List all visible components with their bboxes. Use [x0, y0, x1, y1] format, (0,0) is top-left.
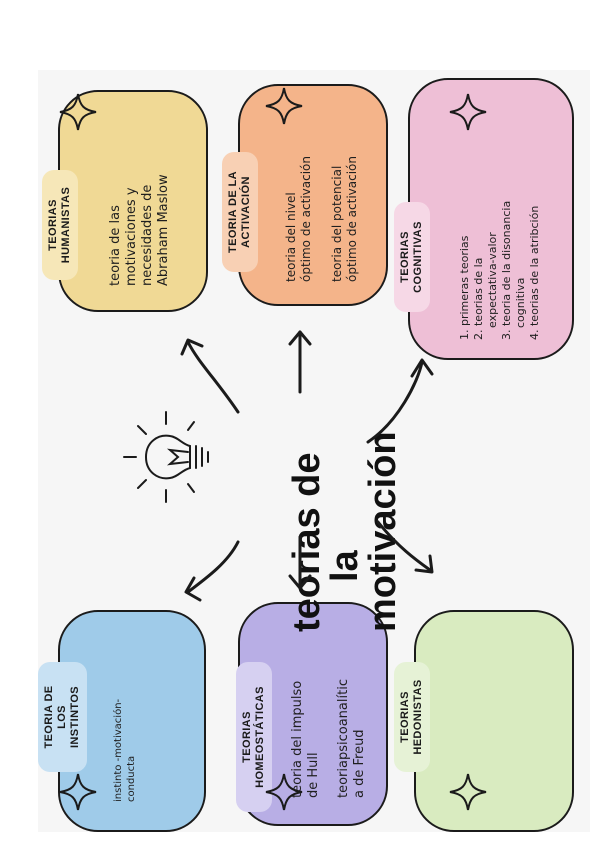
- sparkle-icon: [59, 773, 97, 811]
- sparkle-icon: [449, 93, 487, 131]
- arrow-to-hedonistas: [376, 520, 432, 572]
- connector-arrows: [180, 330, 434, 602]
- sparkle-icon: [265, 773, 303, 811]
- lightbulb-icon: [123, 411, 209, 503]
- sparkle-icon: [59, 93, 97, 131]
- sparkle-icon: [265, 87, 303, 125]
- mind-map-canvas: instinto -motivación- conducta TEORIA DE…: [38, 70, 590, 832]
- arrow-to-activacion-head: [288, 330, 312, 346]
- arrow-to-instintos-head: [184, 576, 202, 602]
- arrow-to-humanistas: [186, 340, 240, 414]
- arrow-to-hedonistas-head: [414, 554, 434, 574]
- sparkle-icon: [449, 773, 487, 811]
- arrow-to-instintos: [186, 540, 240, 594]
- arrow-to-cognitivas: [366, 360, 424, 444]
- arrow-to-humanistas-head: [180, 338, 204, 356]
- mind-map-sheet: instinto -motivación- conducta TEORIA DE…: [38, 70, 590, 832]
- arrow-to-cognitivas-head: [410, 358, 434, 378]
- arrow-to-homeostaticas-head: [288, 574, 312, 590]
